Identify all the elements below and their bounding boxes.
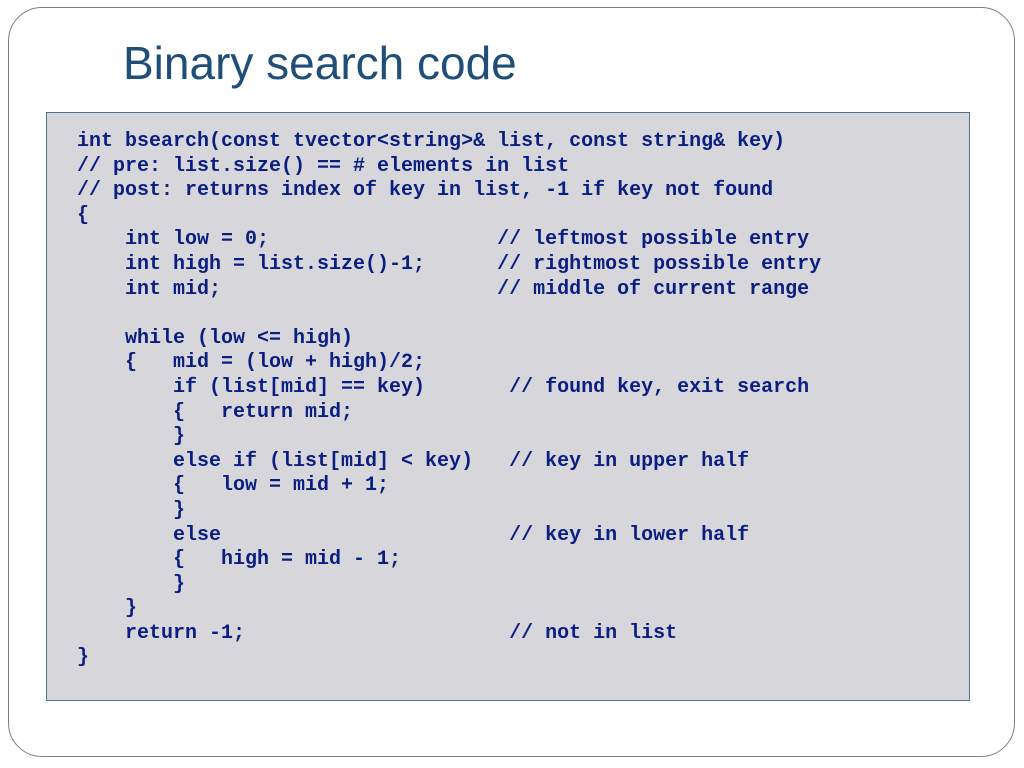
code-line: int low = 0; // leftmost possible entry [77, 228, 810, 252]
code-line: else if (list[mid] < key) // key in uppe… [77, 449, 750, 473]
slide-title: Binary search code [123, 37, 517, 89]
code-line: else // key in lower half [77, 523, 750, 547]
code-line: { high = mid - 1; [77, 548, 402, 572]
code-line: int mid; // middle of current range [77, 277, 810, 301]
code-line: while (low <= high) [77, 326, 354, 350]
code-line: int high = list.size()-1; // rightmost p… [77, 252, 822, 276]
code-block: int bsearch(const tvector<string>& list,… [46, 112, 970, 701]
code-line: } [77, 572, 186, 596]
code-line: { return mid; [77, 400, 354, 424]
code-line: int bsearch(const tvector<string>& list,… [77, 130, 786, 153]
code-line: { mid = (low + high)/2; [77, 351, 426, 375]
code-line: return -1; // not in list [77, 621, 678, 645]
code-listing: int bsearch(const tvector<string>& list,… [77, 130, 821, 671]
code-line: // post: returns index of key in list, -… [77, 179, 774, 203]
code-line: } [77, 498, 186, 522]
code-line: // pre: list.size() == # elements in lis… [77, 154, 570, 178]
code-line: if (list[mid] == key) // found key, exit… [77, 375, 810, 399]
code-line: { low = mid + 1; [77, 474, 390, 498]
code-line: } [77, 597, 138, 621]
code-line: } [77, 425, 186, 449]
code-line: { [77, 203, 90, 227]
code-line [77, 302, 821, 327]
code-line: } [77, 646, 90, 670]
